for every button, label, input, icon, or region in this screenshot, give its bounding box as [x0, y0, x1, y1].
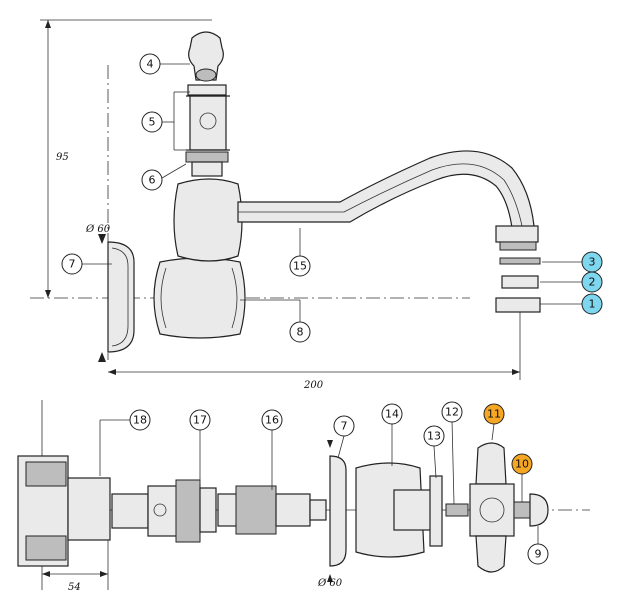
- dimension-95: 95: [40, 19, 212, 298]
- svg-text:1: 1: [589, 298, 596, 311]
- callout-7-top: 7: [61, 253, 83, 275]
- svg-text:13: 13: [427, 430, 441, 443]
- svg-text:15: 15: [293, 260, 307, 273]
- svg-text:9: 9: [535, 548, 542, 561]
- callout-14: 14: [381, 403, 403, 425]
- dim-diameter-top: Ø 60: [85, 224, 111, 235]
- callout-18: 18: [129, 409, 151, 431]
- callout-1: 1: [581, 293, 603, 315]
- callout-13: 13: [423, 425, 445, 447]
- sleeve-14: [355, 462, 435, 558]
- dim-54-label: 54: [68, 582, 81, 593]
- dim-95-label: 95: [56, 152, 69, 163]
- wall-flange-top: Ø 60: [85, 224, 135, 362]
- dimension-200: 200: [108, 312, 521, 391]
- callout-17: 17: [189, 409, 211, 431]
- callout-3: 3: [581, 251, 603, 273]
- spout: [237, 150, 539, 251]
- svg-text:6: 6: [149, 174, 156, 187]
- wall-connector: [17, 400, 111, 590]
- dim-diameter-bottom: Ø 60: [317, 578, 343, 589]
- svg-text:3: 3: [589, 256, 596, 269]
- cartridge-17: [111, 479, 217, 543]
- svg-text:16: 16: [265, 414, 279, 427]
- svg-text:11: 11: [487, 408, 501, 421]
- stem-16: [217, 485, 327, 535]
- svg-text:12: 12: [445, 406, 459, 419]
- callout-12: 12: [441, 401, 463, 423]
- svg-text:14: 14: [385, 408, 399, 421]
- svg-text:2: 2: [589, 276, 596, 289]
- wall-flange-bottom: Ø 60: [317, 440, 347, 589]
- svg-text:7: 7: [69, 258, 76, 271]
- svg-text:18: 18: [133, 414, 147, 427]
- dim-200-label: 200: [303, 380, 324, 391]
- svg-text:4: 4: [147, 58, 154, 71]
- screw-10: [513, 501, 531, 519]
- valve-body: [153, 257, 246, 339]
- callout-7-bottom: 7: [333, 415, 355, 437]
- cap-9: [529, 493, 549, 527]
- callout-8: 8: [289, 321, 311, 343]
- callout-4: 4: [139, 53, 161, 75]
- leader-lines: [82, 63, 582, 544]
- callout-16: 16: [261, 409, 283, 431]
- svg-text:8: 8: [297, 326, 304, 339]
- callout-5: 5: [141, 111, 163, 133]
- callout-10: 10: [511, 453, 533, 475]
- dimension-54: 54: [42, 540, 109, 593]
- svg-text:17: 17: [193, 414, 207, 427]
- callout-15: 15: [289, 255, 311, 277]
- callout-9: 9: [527, 543, 549, 565]
- vertical-column: [173, 31, 243, 262]
- svg-text:5: 5: [149, 116, 156, 129]
- screw-12: [445, 503, 469, 517]
- callout-6: 6: [141, 169, 163, 191]
- callout-11: 11: [483, 403, 505, 425]
- callout-2: 2: [581, 271, 603, 293]
- ring-13: [429, 475, 443, 547]
- svg-text:10: 10: [515, 458, 529, 471]
- svg-text:7: 7: [341, 420, 348, 433]
- aerator-parts: [495, 257, 541, 313]
- handle-11: [469, 442, 515, 573]
